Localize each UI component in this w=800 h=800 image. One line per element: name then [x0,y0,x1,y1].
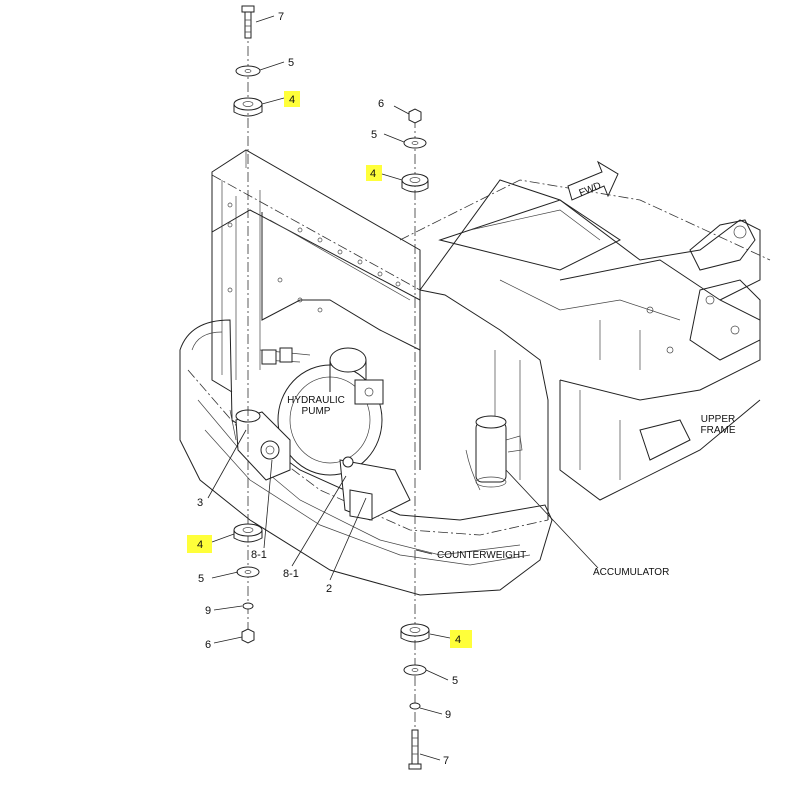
callout-4-mid: 4 [370,168,376,180]
upper-frame-label-line1: UPPER [701,414,735,425]
upper-frame-label-line2: FRAME [701,425,736,436]
highlight-c4-right-bottom [450,630,472,648]
hydraulic-pump-label-line2: PUMP [302,406,331,417]
accumulator-label: ACCUMULATOR [593,567,669,578]
accumulator [465,415,523,491]
highlight-c4-left-bottom [187,535,212,553]
counterweight-label: COUNTERWEIGHT [437,550,526,561]
leader-lines [207,15,599,761]
callout-6-left: 6 [205,639,211,651]
left-bottom-stack [233,523,263,644]
callout-4-left-bottom: 4 [197,539,203,551]
panel-holes [227,202,401,313]
callout-5-right-bottom: 5 [452,675,458,687]
hydraulic-pump [259,347,384,476]
callout-9-right: 9 [445,709,451,721]
hydraulic-pump-label-line1: HYDRAULIC [287,395,345,406]
left-mount-block [235,409,291,481]
callout-9-left: 9 [205,605,211,617]
callout-3: 3 [197,497,203,509]
callout-numbers: 7 5 4 6 5 4 3 4 8-1 8-1 2 5 9 6 4 5 9 7 [197,11,461,767]
machine-frame [211,149,771,520]
left-top-stack [233,5,263,117]
callout-8-1-b: 8-1 [283,568,299,580]
highlight-c4-top [284,91,300,107]
callout-8-1-a: 8-1 [251,549,267,561]
callout-4-top: 4 [289,94,295,106]
callout-2: 2 [326,583,332,595]
component-labels: HYDRAULIC PUMP UPPER FRAME COUNTERWEIGHT… [287,395,736,578]
callout-4-right-bottom: 4 [455,634,461,646]
callout-7-bottom: 7 [443,755,449,767]
callout-6-mid: 6 [378,98,384,110]
highlight-c4-mid [366,165,382,181]
forward-arrow: FWD [567,160,619,201]
mount-bracket [339,456,411,521]
callout-7-top: 7 [278,11,284,23]
callout-5-left-bottom: 5 [198,573,204,585]
callout-5-mid: 5 [371,129,377,141]
right-bottom-stack [400,623,430,770]
callout-5-top: 5 [288,57,294,69]
highlights [187,91,472,648]
